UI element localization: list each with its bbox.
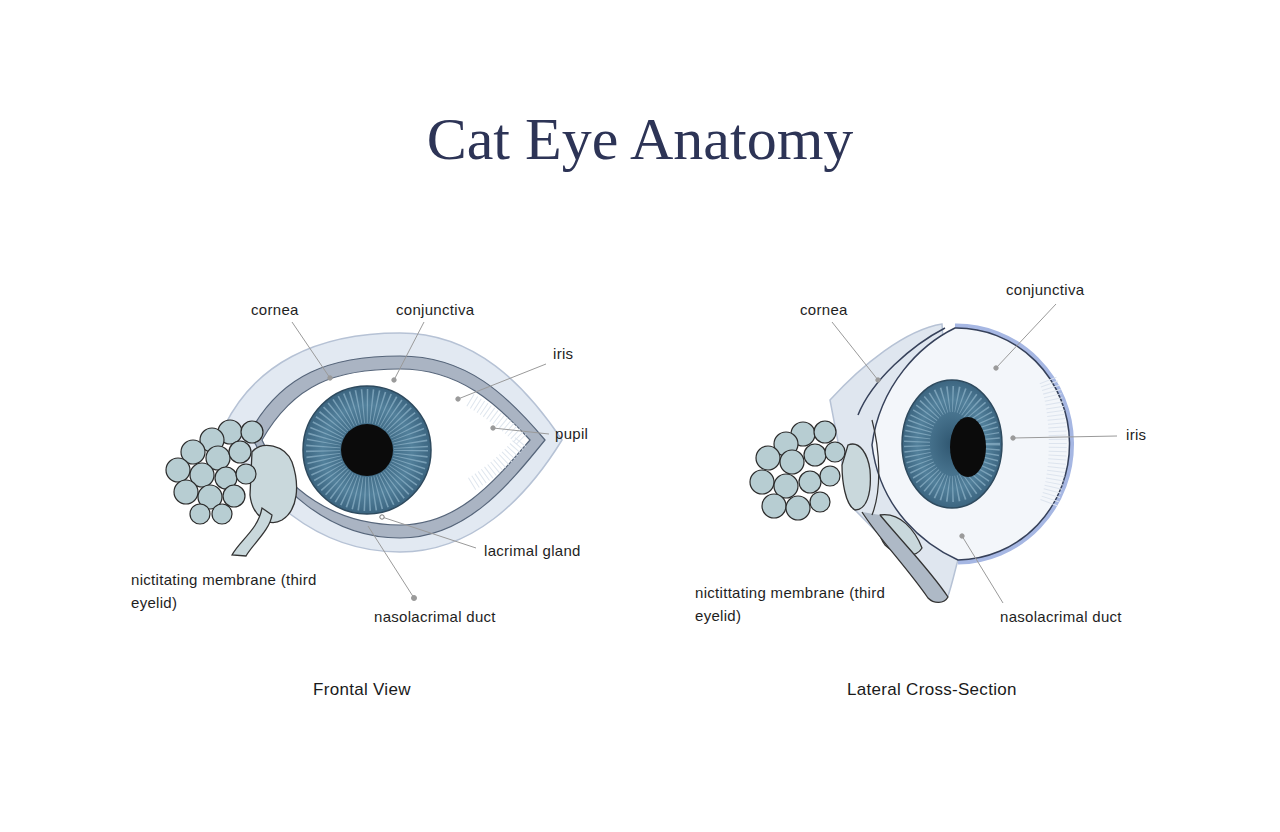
leader-line	[962, 536, 1003, 603]
gland-lobe	[166, 458, 190, 482]
pupil-disc	[950, 417, 986, 477]
gland-lobe	[229, 441, 251, 463]
leader-line	[996, 304, 1056, 368]
leader-line	[368, 526, 414, 598]
gland-lobe	[190, 504, 210, 524]
gland-lobe	[786, 496, 810, 520]
nictitating-membrane	[250, 445, 297, 522]
iris-disc	[902, 380, 1002, 508]
leader-dot	[392, 378, 396, 382]
leader-dot	[491, 426, 495, 430]
leader-dot	[328, 376, 332, 380]
leader-dot	[380, 515, 384, 519]
membrane-edge	[872, 420, 879, 515]
diagram-title: Cat Eye Anatomy	[0, 103, 1280, 175]
gland-lobe	[174, 480, 198, 504]
sclera	[262, 369, 530, 525]
eyeball	[872, 328, 1070, 560]
leader-dot	[994, 366, 998, 370]
part-label: lacrimal gland	[484, 539, 581, 562]
gland-lobe	[756, 446, 780, 470]
gland-lobe	[780, 450, 804, 474]
leader-dot	[1011, 436, 1015, 440]
part-label: cornea	[800, 298, 848, 321]
leader-line	[458, 364, 546, 399]
part-label: conjunctiva	[1006, 278, 1084, 301]
gland-lobe	[804, 444, 826, 466]
part-label: conjunctiva	[396, 298, 474, 321]
part-label: cornea	[251, 298, 299, 321]
leader-line	[394, 322, 424, 380]
gland-lobe	[762, 494, 786, 518]
part-label: pupil	[555, 422, 588, 445]
gland-lobe	[236, 464, 256, 484]
gland-lobe	[241, 421, 263, 443]
iris-streaks	[917, 399, 987, 489]
leader-dot	[412, 596, 417, 601]
part-label: iris	[1126, 423, 1146, 446]
view-caption: Lateral Cross-Section	[847, 678, 1017, 701]
leader-line	[832, 322, 878, 380]
leader-dot	[456, 397, 460, 401]
gland-cluster	[166, 420, 263, 524]
conjunctiva-shading	[1048, 380, 1058, 505]
part-label: nasolacrimal duct	[1000, 605, 1122, 628]
gland-lobe	[750, 470, 774, 494]
part-label: iris	[553, 342, 573, 365]
part-label: nictittating membrane (third eyelid)	[695, 581, 895, 627]
cornea-rim	[250, 356, 545, 538]
leader-dot	[876, 378, 880, 382]
pupil-disc	[341, 424, 393, 476]
gland-lobe	[223, 485, 245, 507]
part-label: nictitating membrane (third eyelid)	[131, 568, 321, 614]
gland-cluster	[750, 421, 845, 520]
leader-line	[1013, 436, 1117, 438]
iris-streaks	[323, 406, 411, 494]
gland-lobe	[820, 466, 840, 486]
leader-lines	[832, 304, 1117, 603]
gland-lobe	[212, 504, 232, 524]
gland-lobe	[814, 421, 836, 443]
leader-line	[493, 428, 549, 434]
part-label: nasolacrimal duct	[374, 605, 496, 628]
leader-dot	[960, 534, 964, 538]
view-caption: Frontal View	[313, 678, 411, 701]
nictitating-membrane	[842, 444, 870, 510]
eyelid-outline	[225, 333, 562, 552]
gland-lobe	[810, 492, 830, 512]
conjunctiva-shading	[470, 400, 522, 485]
leader-line	[382, 517, 476, 548]
iris-disc	[303, 386, 431, 514]
gland-lobe	[799, 471, 821, 493]
leader-line	[292, 322, 330, 378]
gland-lobe	[825, 442, 845, 462]
duct-tube	[232, 508, 272, 556]
